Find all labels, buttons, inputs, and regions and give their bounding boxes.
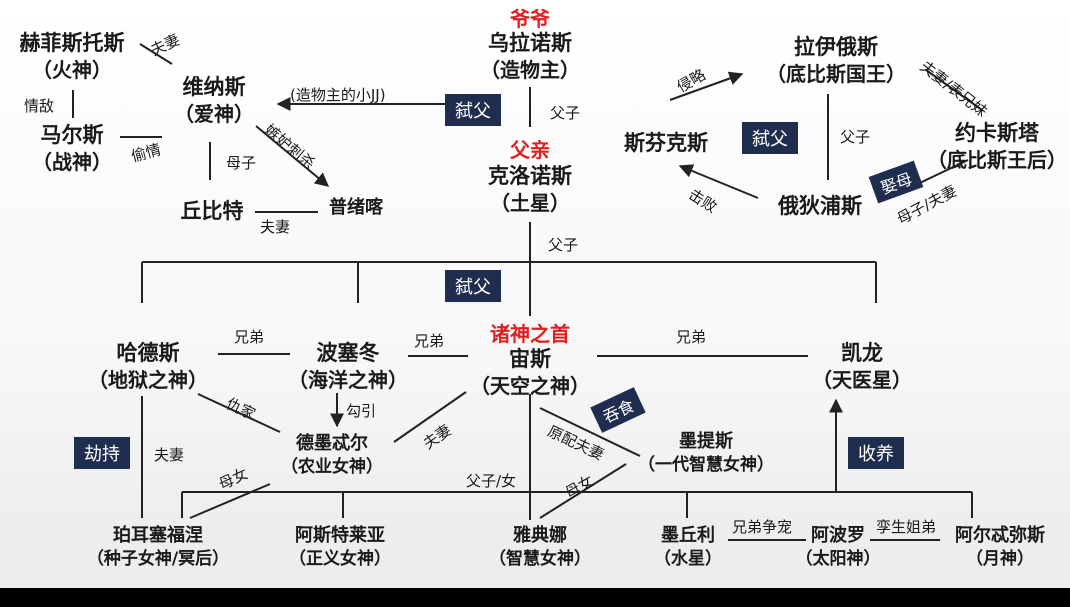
node-title: （造物主） bbox=[480, 58, 580, 82]
rel-zeus-chiron: 兄弟 bbox=[676, 328, 707, 346]
node-poseidon: 波塞冬 （海洋之神） bbox=[288, 340, 408, 393]
node-cupid: 丘比特 bbox=[181, 198, 244, 225]
badge-patricide-uranus: 弑父 bbox=[445, 94, 501, 126]
rel-cupid-psyche: 夫妻 bbox=[260, 218, 291, 236]
node-name: 马尔斯 bbox=[40, 123, 104, 147]
node-mars: 马尔斯 （战神） bbox=[32, 122, 112, 175]
node-name: 丘比特 bbox=[180, 199, 244, 223]
node-title: （太阳神） bbox=[795, 549, 881, 569]
node-artemis: 阿尔忒弥斯 （月神） bbox=[955, 524, 1045, 571]
rel-hades-poseidon: 兄弟 bbox=[234, 328, 265, 346]
node-title: （战神） bbox=[32, 150, 112, 174]
rel-laius-oedipus: 父子 bbox=[840, 128, 871, 146]
node-laius: 拉伊俄斯 （底比斯国王） bbox=[766, 34, 906, 87]
node-title: （月神） bbox=[966, 549, 1034, 569]
node-name: 约卡斯塔 bbox=[955, 121, 1039, 145]
node-name: 阿波罗 bbox=[811, 525, 865, 546]
bottom-black-band bbox=[0, 588, 1070, 607]
node-metis: 墨提斯 （一代智慧女神） bbox=[638, 430, 774, 477]
node-name: 俄狄浦斯 bbox=[778, 194, 862, 218]
node-name: 墨提斯 bbox=[679, 431, 733, 452]
node-name: 阿斯特莱亚 bbox=[295, 525, 385, 546]
node-astraea: 阿斯特莱亚 （正义女神） bbox=[289, 524, 391, 571]
node-title: （底比斯国王） bbox=[766, 62, 906, 86]
node-name: 宙斯 bbox=[509, 347, 551, 371]
node-name: 波塞冬 bbox=[316, 341, 380, 365]
node-title: （正义女神） bbox=[289, 549, 391, 569]
node-name: 斯芬克斯 bbox=[624, 131, 708, 155]
rel-cronus-children: 父子 bbox=[548, 236, 579, 254]
node-name: 普绪喀 bbox=[329, 197, 383, 218]
node-name: 雅典娜 bbox=[513, 525, 567, 546]
node-jocasta: 约卡斯塔 （底比斯王后） bbox=[927, 120, 1067, 173]
rel-hades-persephone: 夫妻 bbox=[154, 446, 185, 464]
node-title: （天空之神） bbox=[470, 374, 590, 398]
node-title: （爱神） bbox=[174, 102, 254, 126]
node-name: 珀耳塞福涅 bbox=[113, 525, 203, 546]
rel-creator-jj: (造物主的小JJ) bbox=[290, 86, 386, 104]
node-athena: 雅典娜 （智慧女神） bbox=[489, 524, 591, 571]
node-name: 赫菲斯托斯 bbox=[19, 31, 125, 55]
node-name: 凯龙 bbox=[841, 341, 883, 365]
node-title: （地狱之神） bbox=[88, 368, 208, 392]
node-uranus: 乌拉诺斯 （造物主） bbox=[480, 30, 580, 83]
node-hephaestus: 赫菲斯托斯 （火神） bbox=[20, 30, 125, 83]
rel-hephaestus-mars: 情敌 bbox=[24, 97, 55, 115]
node-title: （天医星） bbox=[812, 368, 912, 392]
badge-kidnap: 劫持 bbox=[74, 437, 130, 469]
node-title: （智慧女神） bbox=[489, 549, 591, 569]
rel-poseidon-zeus: 兄弟 bbox=[414, 332, 445, 350]
father-label: 父亲 bbox=[510, 138, 550, 162]
node-name: 墨丘利 bbox=[661, 525, 715, 546]
node-title: （农业女神） bbox=[281, 457, 383, 477]
badge-patricide-cronus: 弑父 bbox=[445, 270, 501, 302]
node-name: 克洛诺斯 bbox=[488, 164, 572, 188]
node-cronus: 克洛诺斯 （土星） bbox=[488, 163, 572, 216]
node-venus: 维纳斯 （爱神） bbox=[174, 74, 254, 127]
rel-twins: 孪生姐弟 bbox=[876, 518, 937, 536]
node-name: 维纳斯 bbox=[182, 75, 246, 99]
node-demeter: 德墨忒尔 （农业女神） bbox=[281, 432, 383, 479]
badge-adopt: 收养 bbox=[848, 437, 904, 469]
node-title: （水星） bbox=[654, 549, 722, 569]
node-name: 哈德斯 bbox=[116, 341, 180, 365]
badge-patricide-laius: 弑父 bbox=[742, 122, 798, 154]
node-apollo: 阿波罗 （太阳神） bbox=[796, 524, 881, 571]
node-name: 阿尔忒弥斯 bbox=[955, 525, 1045, 546]
node-sphinx: 斯芬克斯 bbox=[624, 130, 708, 157]
rel-zeus-athena: 父子/女 bbox=[466, 472, 517, 490]
node-title: （一代智慧女神） bbox=[638, 455, 774, 475]
node-oedipus: 俄狄浦斯 bbox=[778, 193, 862, 220]
node-chiron: 凯龙 （天医星） bbox=[812, 340, 912, 393]
node-zeus: 宙斯 （天空之神） bbox=[470, 346, 590, 399]
rel-mercury-apollo: 兄弟争宠 bbox=[732, 518, 793, 536]
node-title: （种子女神/冥后） bbox=[86, 549, 230, 569]
node-psyche: 普绪喀 bbox=[329, 196, 383, 220]
node-title: （火神） bbox=[32, 58, 112, 82]
node-title: （土星） bbox=[490, 191, 570, 215]
node-title: （底比斯王后） bbox=[927, 148, 1067, 172]
node-persephone: 珀耳塞福涅 （种子女神/冥后） bbox=[87, 524, 229, 571]
node-hades: 哈德斯 （地狱之神） bbox=[88, 340, 208, 393]
node-title: （海洋之神） bbox=[288, 368, 408, 392]
grandfather-label: 爷爷 bbox=[510, 7, 550, 31]
node-name: 德墨忒尔 bbox=[296, 433, 368, 454]
node-mercury: 墨丘利 （水星） bbox=[654, 524, 722, 571]
node-name: 乌拉诺斯 bbox=[488, 31, 572, 55]
rel-seduce: 勾引 bbox=[346, 402, 377, 420]
node-name: 拉伊俄斯 bbox=[794, 35, 878, 59]
rel-venus-cupid: 母子 bbox=[226, 154, 257, 172]
king-of-gods-label: 诸神之首 bbox=[490, 322, 570, 346]
rel-uranus-cronus: 父子 bbox=[550, 104, 581, 122]
